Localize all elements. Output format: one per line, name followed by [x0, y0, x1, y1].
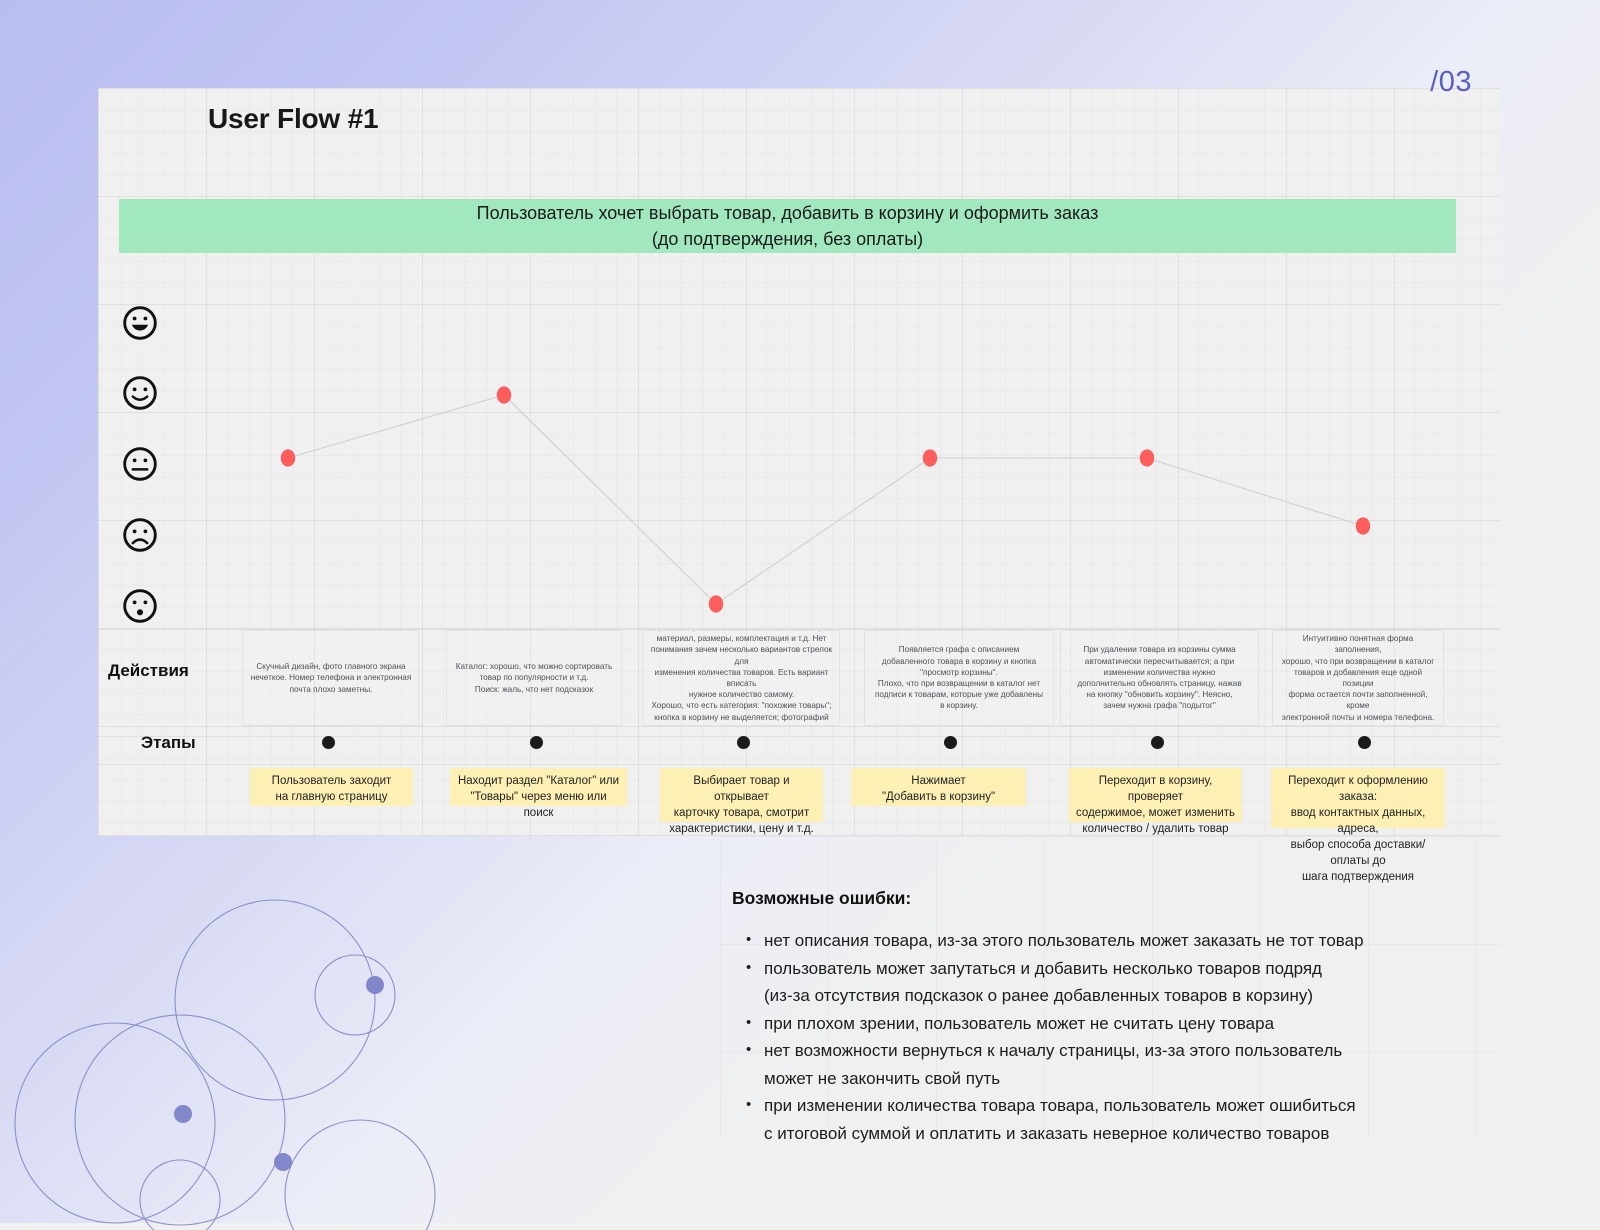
errors-list: нет описания товара, из-за этого пользов…: [732, 926, 1472, 1147]
neutral-face-icon: [123, 447, 157, 481]
stage-dot[interactable]: [530, 736, 543, 749]
stage-dot[interactable]: [737, 736, 750, 749]
sad-face-icon: [123, 518, 157, 552]
stage-box[interactable]: Переходит к оформлению заказа: ввод конт…: [1271, 768, 1445, 883]
errors-section: Возможные ошибки: нет описания товара, и…: [732, 888, 1472, 1147]
action-box-text: Интуитивно понятная форма заполнения, хо…: [1281, 634, 1435, 722]
action-box[interactable]: Каталог: хорошо, что можно сортировать т…: [446, 630, 622, 726]
very-happy-face-icon: [123, 306, 157, 340]
stage-box-text: Находит раздел "Каталог" или "Товары" че…: [457, 775, 620, 819]
happy-face-icon: [123, 376, 157, 410]
stage-box[interactable]: Находит раздел "Каталог" или "Товары" че…: [450, 768, 627, 819]
page-title: User Flow #1: [208, 103, 379, 134]
action-box-text: При удалении товара из корзины сумма авт…: [1077, 645, 1242, 711]
errors-title: Возможные ошибки:: [732, 888, 912, 908]
mood-axis: [122, 305, 166, 630]
stage-dot[interactable]: [1151, 736, 1164, 749]
stage-box-text: Переходит в корзину, проверяет содержимо…: [1075, 775, 1236, 835]
goal-banner-line-2: (до подтверждения, без оплаты): [651, 229, 924, 249]
actions-row: Скучный дизайн, фото главного экрана неч…: [98, 630, 1500, 726]
action-box-text: Скучный дизайн, фото главного экрана неч…: [250, 662, 412, 694]
action-box[interactable]: Интуитивно понятная форма заполнения, хо…: [1272, 630, 1444, 726]
action-box[interactable]: Скучный дизайн, фото главного экрана неч…: [243, 630, 419, 726]
goal-banner-line-1: Пользователь хочет выбрать товар, добави…: [476, 203, 1099, 223]
error-item: при изменении количества товара товара, …: [732, 1091, 1472, 1147]
separator-bottom: [98, 835, 1500, 836]
action-box[interactable]: При удалении товара из корзины сумма авт…: [1060, 630, 1259, 726]
very-sad-face-icon: [123, 589, 157, 623]
separator-above-stages: [98, 726, 1500, 727]
stage-box-text: Пользователь заходит на главную страницу: [271, 775, 392, 803]
error-item: при плохом зрении, пользователь может не…: [732, 1009, 1472, 1038]
action-box[interactable]: Цена товара незаметна; нет описания това…: [643, 630, 840, 726]
separator-above-actions: [98, 629, 1500, 630]
stage-box-text: Переходит к оформлению заказа: ввод конт…: [1288, 775, 1428, 883]
stage-box-text: Выбирает товар и открывает карточку това…: [669, 775, 814, 835]
stage-box[interactable]: Нажимает "Добавить в корзину": [851, 768, 1026, 806]
stage-dot[interactable]: [322, 736, 335, 749]
action-box-text: Каталог: хорошо, что можно сортировать т…: [455, 662, 613, 694]
stage-dots-row: [98, 726, 1500, 764]
stage-box[interactable]: Выбирает товар и открывает карточку това…: [660, 768, 823, 835]
action-box[interactable]: Появляется графа с описанием добавленног…: [864, 630, 1054, 726]
action-box-text: Цена товара незаметна; нет описания това…: [650, 631, 833, 725]
stage-dot[interactable]: [944, 736, 957, 749]
error-item: нет описания товара, из-за этого пользов…: [732, 926, 1472, 955]
stage-box[interactable]: Пользователь заходит на главную страницу: [250, 768, 413, 806]
separator-above-stage-boxes: [98, 764, 1500, 765]
goal-banner: Пользователь хочет выбрать товар, добави…: [119, 199, 1456, 253]
error-item: пользователь может запутаться и добавить…: [732, 954, 1472, 1010]
row-label-stages: Этапы: [141, 733, 196, 752]
row-label-actions: Действия: [108, 661, 189, 680]
action-box-text: Появляется графа с описанием добавленног…: [875, 645, 1043, 711]
error-item: нет возможности вернуться к началу стран…: [732, 1036, 1472, 1092]
stage-box-text: Нажимает "Добавить в корзину": [881, 775, 996, 803]
stages-row: Пользователь заходит на главную страницу…: [98, 768, 1500, 883]
stage-dot[interactable]: [1358, 736, 1371, 749]
page-number: /03: [1430, 66, 1472, 98]
stage-box[interactable]: Переходит в корзину, проверяет содержимо…: [1069, 768, 1242, 835]
